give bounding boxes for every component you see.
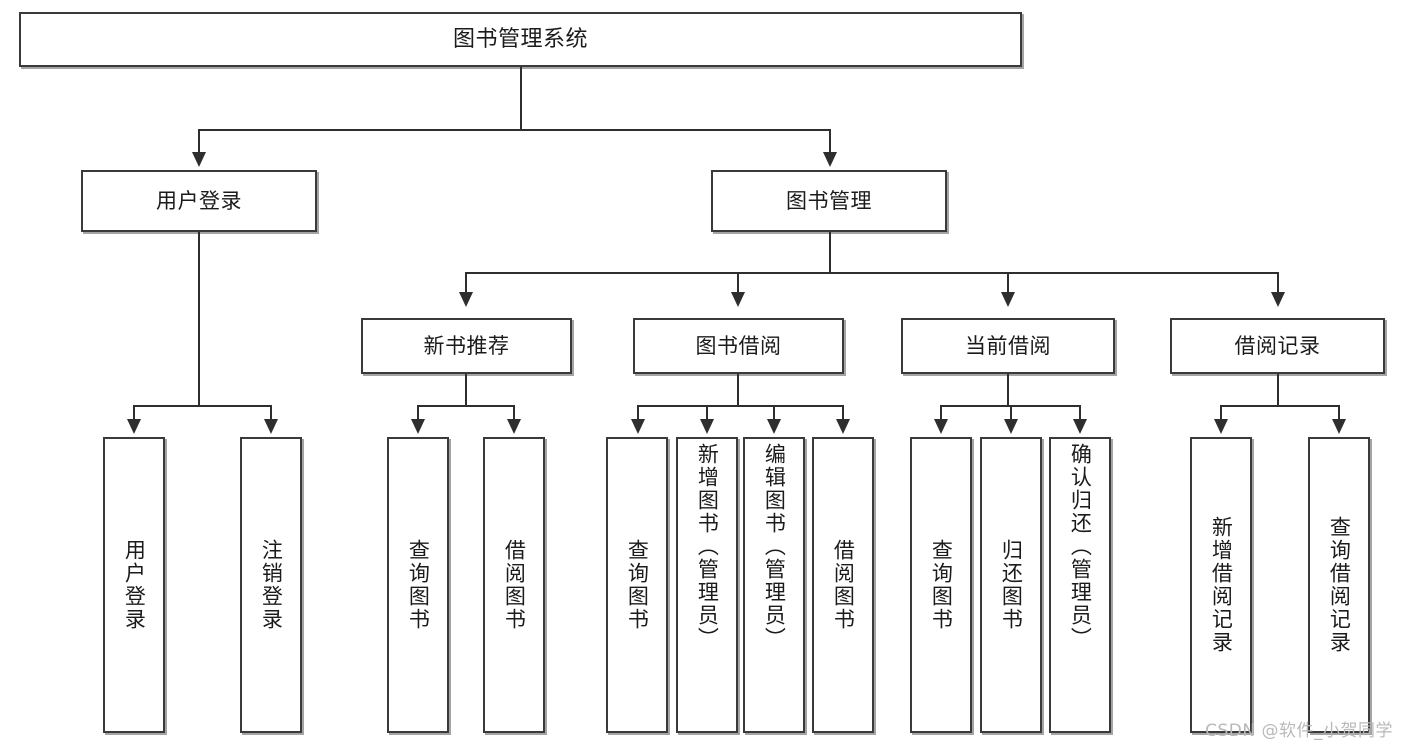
edge-user-login-leaf2	[270, 405, 272, 421]
leaf-label: 新增图书（管理员）	[695, 443, 720, 650]
edge-to-borrow-record	[1277, 272, 1279, 294]
node-label: 借阅记录	[1234, 333, 1321, 358]
edge-to-user-login	[198, 129, 200, 154]
edge-new-book-rec-down	[465, 374, 467, 405]
arrow-to-book-manage	[823, 152, 837, 167]
leaf-label: 借阅图书	[831, 539, 856, 631]
node-root-book-management-system[interactable]: 图书管理系统	[19, 12, 1022, 67]
leaf-new-book-rec-borrow-book[interactable]: 借阅图书	[483, 437, 545, 733]
leaf-book-borrow-query-book[interactable]: 查询图书	[606, 437, 668, 733]
arrow-book-borrow-leaf1	[631, 419, 645, 434]
edge-book-borrow-leaf4	[842, 405, 844, 421]
edge-current-borrow-leaf2	[1010, 405, 1012, 421]
arrow-book-borrow-leaf2	[700, 419, 714, 434]
arrow-current-borrow-leaf2	[1004, 419, 1018, 434]
node-label: 当前借阅	[965, 333, 1051, 358]
leaf-borrow-record-query-record[interactable]: 查询借阅记录	[1308, 437, 1370, 733]
leaf-label: 查询借阅记录	[1327, 516, 1352, 654]
leaf-borrow-record-add-record[interactable]: 新增借阅记录	[1190, 437, 1252, 733]
node-book-borrow[interactable]: 图书借阅	[633, 318, 844, 374]
node-label: 用户登录	[156, 188, 242, 213]
edge-borrow-record-down	[1277, 374, 1279, 405]
edge-to-current-borrow	[1007, 272, 1009, 294]
leaf-label: 查询图书	[929, 539, 954, 631]
node-label: 图书管理系统	[452, 26, 588, 52]
edge-new-book-rec-leaf2	[513, 405, 515, 421]
edge-level2-bus	[198, 129, 830, 131]
edge-current-borrow-leaf1	[940, 405, 942, 421]
node-current-borrow[interactable]: 当前借阅	[901, 318, 1115, 374]
arrow-user-login-leaf2	[264, 419, 278, 434]
leaf-label: 查询图书	[625, 539, 650, 631]
leaf-book-borrow-borrow-book[interactable]: 借阅图书	[812, 437, 874, 733]
edge-new-book-rec-bus	[417, 405, 515, 407]
leaf-current-borrow-confirm-return-admin[interactable]: 确认归还（管理员）	[1049, 437, 1111, 733]
edge-user-login-leaf1	[133, 405, 135, 421]
edge-current-borrow-bus	[940, 405, 1079, 407]
arrow-current-borrow-leaf3	[1073, 419, 1087, 434]
leaf-label: 确认归还（管理员）	[1068, 443, 1093, 650]
leaf-label: 用户登录	[122, 539, 147, 631]
edge-book-borrow-leaf2	[706, 405, 708, 421]
arrow-book-borrow-leaf3	[767, 419, 781, 434]
edge-book-borrow-leaf3	[773, 405, 775, 421]
edge-to-book-manage	[829, 129, 831, 154]
arrow-new-book-rec-leaf2	[507, 419, 521, 434]
edge-book-borrow-down	[737, 374, 739, 405]
leaf-new-book-rec-query-book[interactable]: 查询图书	[387, 437, 449, 733]
arrow-to-book-borrow	[731, 292, 745, 307]
watermark-text: CSDN @软件_小贺同学	[1205, 721, 1393, 741]
leaf-book-borrow-edit-book-admin[interactable]: 编辑图书（管理员）	[743, 437, 805, 733]
arrow-new-book-rec-leaf1	[411, 419, 425, 434]
node-label: 图书管理	[786, 188, 872, 213]
arrow-book-borrow-leaf4	[836, 419, 850, 434]
arrow-current-borrow-leaf1	[934, 419, 948, 434]
arrow-to-borrow-record	[1271, 292, 1285, 307]
leaf-book-borrow-add-book-admin[interactable]: 新增图书（管理员）	[676, 437, 738, 733]
edge-book-borrow-leaf1	[637, 405, 639, 421]
node-borrow-record[interactable]: 借阅记录	[1170, 318, 1385, 374]
leaf-user-login-logout[interactable]: 注销登录	[240, 437, 302, 733]
edge-borrow-record-bus	[1220, 405, 1339, 407]
node-user-login[interactable]: 用户登录	[81, 170, 317, 232]
edge-book-manage-down	[829, 232, 831, 272]
arrow-borrow-record-leaf1	[1214, 419, 1228, 434]
edge-current-borrow-down	[1007, 374, 1009, 405]
edge-user-login-bus	[133, 405, 270, 407]
leaf-user-login-login[interactable]: 用户登录	[103, 437, 165, 733]
node-book-management[interactable]: 图书管理	[711, 170, 947, 232]
edge-to-book-borrow	[737, 272, 739, 294]
edge-borrow-record-leaf2	[1338, 405, 1340, 421]
edge-new-book-rec-leaf1	[417, 405, 419, 421]
edge-user-login-down	[198, 232, 200, 405]
leaf-label: 查询图书	[406, 539, 431, 631]
edge-current-borrow-leaf3	[1079, 405, 1081, 421]
leaf-label: 新增借阅记录	[1209, 516, 1234, 654]
edge-to-new-book-rec	[465, 272, 467, 294]
arrow-to-new-book-rec	[459, 292, 473, 307]
edge-root-down	[520, 67, 522, 129]
node-label: 新书推荐	[423, 333, 510, 358]
node-label: 图书借阅	[695, 333, 782, 358]
leaf-label: 归还图书	[999, 539, 1024, 631]
arrow-to-user-login	[192, 152, 206, 167]
edge-borrow-record-leaf1	[1220, 405, 1222, 421]
arrow-borrow-record-leaf2	[1332, 419, 1346, 434]
node-new-book-recommendation[interactable]: 新书推荐	[361, 318, 572, 374]
leaf-label: 借阅图书	[502, 539, 527, 631]
leaf-current-borrow-query-book[interactable]: 查询图书	[910, 437, 972, 733]
arrow-to-current-borrow	[1001, 292, 1015, 307]
edge-level3-bus	[465, 272, 1278, 274]
arrow-user-login-leaf1	[127, 419, 141, 434]
leaf-label: 注销登录	[259, 539, 284, 631]
leaf-current-borrow-return-book[interactable]: 归还图书	[980, 437, 1042, 733]
leaf-label: 编辑图书（管理员）	[762, 443, 787, 650]
edge-book-borrow-bus	[637, 405, 843, 407]
